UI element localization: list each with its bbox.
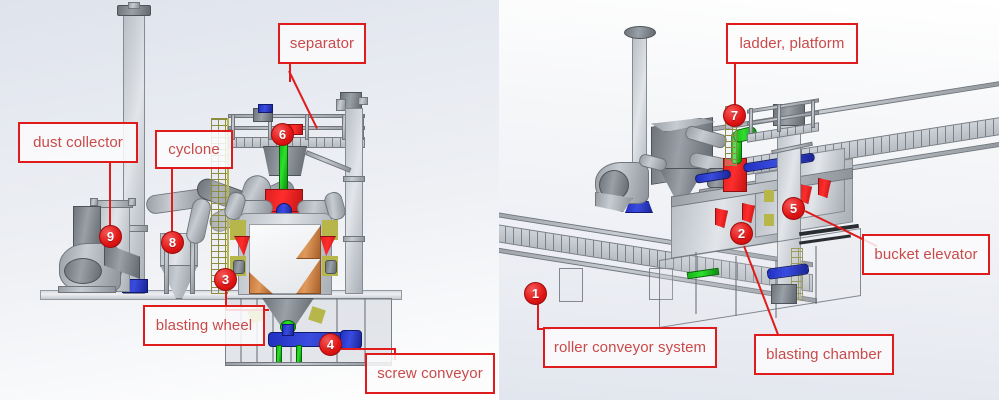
elevator-head-gearbox [336,99,346,111]
leader-cyclone [171,168,173,236]
marker-1-value: 1 [531,286,540,301]
infeed-support-leg-b [649,268,673,300]
callout-cyclone[interactable]: cyclone [155,130,233,169]
callout-roller-conveyor-label: roller conveyor system [553,339,707,356]
iso-stack-cap [624,26,656,39]
platform-handrail-top [228,114,365,118]
callout-blasting-wheel-label: blasting wheel [155,317,253,334]
callout-bucket-elevator-label: bucket elevator [874,246,978,263]
iso-platform-post-3 [811,100,815,128]
marker-9[interactable]: 9 [99,225,122,248]
blast-wheel-hub-right [325,260,337,274]
marker-3[interactable]: 3 [214,268,237,291]
marker-2[interactable]: 2 [730,222,753,245]
marker-6[interactable]: 6 [271,123,294,146]
iso-pit-rib-4 [815,246,817,304]
dust-collector-port-right [128,198,136,206]
iso-elevator-boot [771,284,797,304]
iso-wheel-mount-a [764,190,774,202]
leader-roller-conveyor-v [537,304,539,330]
blast-wheel-hub-left [233,260,245,274]
blast-wheel-mount-right-top [322,220,338,240]
screw-inlet-chute [282,324,294,336]
marker-5-value: 5 [789,201,798,216]
callout-screw-conveyor-label: screw conveyor [377,365,483,382]
elevator-casing-joint-2 [343,236,365,242]
callout-ladder-platform[interactable]: ladder, platform [726,23,858,64]
iso-platform-post-2 [777,104,781,132]
marker-4[interactable]: 4 [319,333,342,356]
callout-separator-label: separator [289,35,355,52]
callout-cyclone-label: cyclone [168,141,220,158]
blower-foot [58,286,116,293]
marker-7-value: 7 [730,108,739,123]
callout-ladder-platform-label: ladder, platform [739,35,845,52]
platform-post-c [305,114,309,140]
marker-7[interactable]: 7 [723,104,746,127]
marker-4-value: 4 [326,337,335,352]
marker-2-value: 2 [737,226,746,241]
marker-9-value: 9 [106,229,115,244]
marker-3-value: 3 [221,272,230,287]
bucket-elevator-casing [345,108,363,294]
screw-conveyor-drive [340,330,362,349]
marker-8[interactable]: 8 [161,231,184,254]
elevator-head-shaft [358,97,368,105]
infeed-support-leg-a [559,268,583,302]
stack-cap-stem [128,2,140,9]
platform-post-a [231,114,235,140]
callout-bucket-elevator[interactable]: bucket elevator [862,234,990,275]
callout-roller-conveyor-system[interactable]: roller conveyor system [543,327,717,368]
callout-separator[interactable]: separator [278,23,366,64]
leader-screw-conveyor-h [341,348,396,350]
leader-ladder-platform [734,63,736,105]
callout-blasting-chamber-label: blasting chamber [766,346,882,363]
blast-wheel-mount-left-top [230,220,246,240]
blower-housing [73,206,101,250]
iso-pit-rib-1 [695,252,697,314]
marker-5[interactable]: 5 [782,197,805,220]
separator-motor-fan-cover [258,104,273,113]
callout-blasting-wheel[interactable]: blasting wheel [143,305,265,346]
callout-screw-conveyor[interactable]: screw conveyor [365,353,495,394]
elevator-casing-joint-1 [343,176,365,182]
iso-wheel-mount-b [764,214,774,226]
iso-platform-post-1 [749,108,753,134]
leader-blasting-wheel [225,291,227,311]
marker-6-value: 6 [278,127,287,142]
callout-dust-collector[interactable]: dust collector [18,122,138,163]
view-front-elevation [0,0,499,400]
dust-collector-port-left [90,198,98,206]
blower-inlet [64,258,102,284]
leader-dust-collector [109,162,111,228]
separator-downspout [279,140,288,192]
marker-8-value: 8 [168,235,177,250]
view-isometric-3d [499,0,999,400]
callout-dust-collector-label: dust collector [33,134,123,151]
iso-pit-rib-2 [735,256,737,316]
callout-blasting-chamber[interactable]: blasting chamber [754,334,894,375]
marker-1[interactable]: 1 [524,282,547,305]
